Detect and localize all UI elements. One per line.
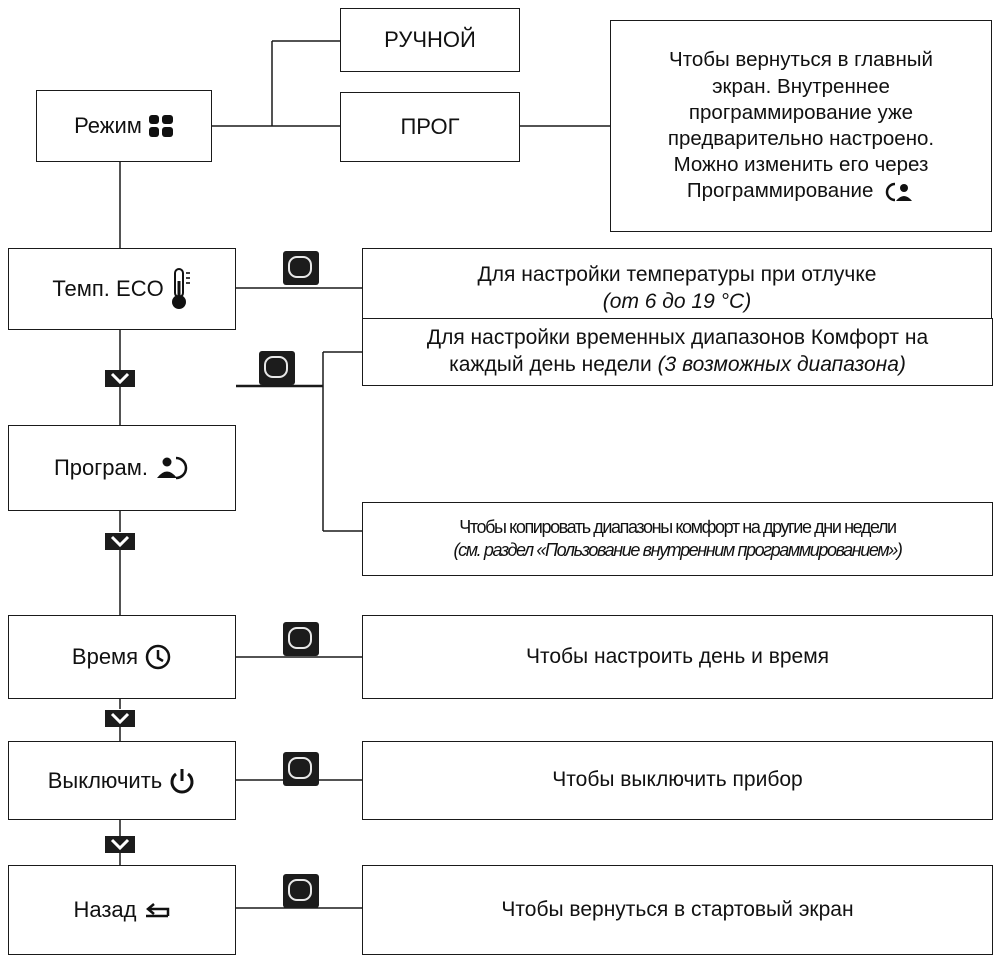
prog-note: Чтобы вернуться в главный экран. Внутрен… [610,20,992,232]
back-description: Чтобы вернуться в стартовый экран [362,865,993,955]
program-desc-b-italic: (см. раздел «Пользование внутренним прог… [453,540,903,560]
menu-item-time-label: Время [71,644,139,669]
prog-note-line: экран. Внутреннее [712,74,890,98]
prog-note-line: программирование уже [688,100,914,124]
programming-person-icon [885,181,915,203]
ok-button[interactable] [259,351,295,385]
program-desc-b-line: Чтобы копировать диапазоны комфорт на др… [459,516,897,537]
mode-box[interactable]: Режим [36,90,212,162]
program-desc-a-line: Для настройки временных диапазонов Комфо… [426,326,929,350]
program-desc-a-italic: (3 возможных диапазона) [657,353,906,376]
clock-icon [144,643,172,671]
ok-button[interactable] [283,874,319,908]
menu-item-off-label: Выключить [47,767,163,793]
program-desc-a-text: каждый день недели [449,353,658,376]
eco-desc-range: (от 6 до 19 °C) [602,290,752,313]
program-clock-icon [154,453,190,483]
mode-label: Режим [74,113,142,138]
program-description-copy: Чтобы копировать диапазоны комфорт на др… [362,502,993,576]
time-desc-text: Чтобы настроить день и время [525,644,830,668]
down-button[interactable] [105,836,135,853]
option-prog-label: ПРОГ [400,114,460,139]
prog-note-line: Можно изменить его через [673,153,929,177]
ok-button[interactable] [283,251,319,285]
prog-note-line: предварительно настроено. [667,127,935,150]
menu-item-back-label: Назад [73,897,137,922]
program-desc-a-line: каждый день недели (3 возможных диапазон… [449,352,906,379]
menu-item-eco[interactable]: Темп. ECO [8,248,236,330]
down-button[interactable] [105,710,135,727]
off-desc-text: Чтобы выключить прибор [552,768,803,792]
back-arrow-icon [143,899,171,921]
prog-note-last: Программирование [686,179,874,203]
option-prog[interactable]: ПРОГ [340,92,520,162]
menu-item-off[interactable]: Выключить [8,741,236,820]
option-manual[interactable]: РУЧНОЙ [340,8,520,72]
ok-button[interactable] [283,622,319,656]
prog-note-line: Чтобы вернуться в главный [669,48,933,72]
time-description: Чтобы настроить день и время [362,615,993,699]
down-button[interactable] [105,370,135,387]
menu-item-program-label: Програм. [53,455,148,480]
program-description-ranges: Для настройки временных диапазонов Комфо… [362,318,993,386]
ok-button[interactable] [283,752,319,786]
power-icon [168,767,196,795]
menu-item-eco-label: Темп. ECO [52,276,164,301]
prog-note-line: Программирование [687,178,915,204]
menu-item-back[interactable]: Назад [8,865,236,955]
option-manual-label: РУЧНОЙ [384,27,476,52]
back-desc-text: Чтобы вернуться в стартовый экран [501,897,854,921]
off-description: Чтобы выключить прибор [362,741,993,820]
thermometer-icon [170,267,192,311]
grid-icon [148,114,174,138]
down-button[interactable] [105,533,135,550]
menu-item-time[interactable]: Время [8,615,236,699]
menu-item-program[interactable]: Програм. [8,425,236,511]
eco-desc-text: Для настройки температуры при отлучке [477,263,877,287]
